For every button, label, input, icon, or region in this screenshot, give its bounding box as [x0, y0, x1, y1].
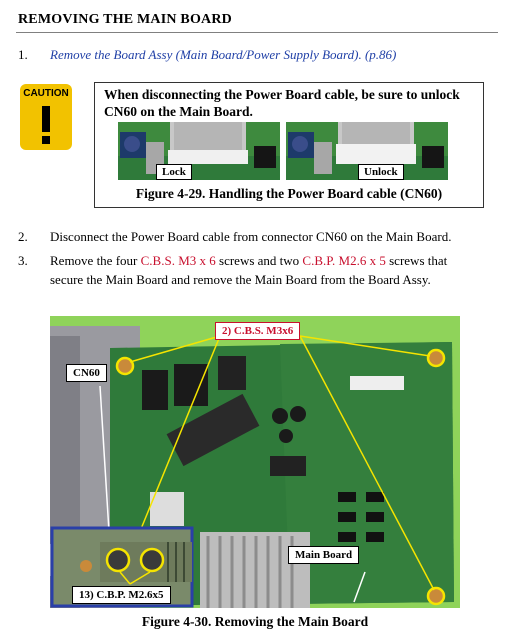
figure-4-29-caption: Figure 4-29. Handling the Power Board ca…	[135, 186, 443, 201]
step-2: 2. Disconnect the Power Board cable from…	[18, 228, 498, 246]
step-number: 2.	[18, 229, 28, 244]
step-3-text-c: screws that	[385, 253, 448, 268]
step-1: 1. Remove the Board Assy (Main Board/Pow…	[18, 46, 498, 64]
step-3-text: Remove the four C.B.S. M3 x 6 screws and…	[50, 252, 498, 270]
step-3-text-a: Remove the four	[50, 253, 141, 268]
caution-text: When disconnecting the Power Board cable…	[104, 87, 460, 119]
step-3: 3. Remove the four C.B.S. M3 x 6 screws …	[18, 252, 498, 292]
photo-unlock: Unlock	[286, 122, 448, 180]
photo-lock: Lock	[118, 122, 280, 180]
board-assy-link[interactable]: Remove the Board Assy (Main Board/Power …	[50, 47, 397, 62]
callout-screws-m26: 13) C.B.P. M2.6x5	[72, 586, 171, 604]
step-3-text-line2: secure the Main Board and remove the Mai…	[50, 272, 431, 287]
main-board-photo: 2) C.B.S. M3x6 CN60 Main Board 13) C.B.P…	[50, 316, 460, 608]
exclamation-icon	[42, 106, 50, 144]
step-2-text: Disconnect the Power Board cable from co…	[50, 229, 452, 244]
main-board-illustration	[50, 316, 460, 608]
caution-icon: CAUTION	[20, 84, 72, 150]
step-3-text-b: screws and two	[215, 253, 303, 268]
figure-4-30-caption: Figure 4-30. Removing the Main Board	[141, 614, 369, 629]
lock-photo-illustration	[118, 122, 280, 180]
callout-cn60: CN60	[66, 364, 107, 382]
caution-box	[94, 82, 484, 208]
step-number: 1.	[18, 47, 28, 62]
unlock-label: Unlock	[358, 164, 404, 180]
callout-main-board: Main Board	[288, 546, 360, 564]
lock-label: Lock	[156, 164, 192, 180]
screw-m26-ref: C.B.P. M2.6 x 5	[302, 253, 386, 268]
callout-screws-m3: 2) C.B.S. M3x6	[215, 322, 301, 340]
section-heading: REMOVING THE MAIN BOARD	[18, 12, 232, 27]
screw-m3-ref: C.B.S. M3 x 6	[140, 253, 216, 268]
heading-rule	[16, 32, 498, 33]
step-number: 3.	[18, 253, 28, 268]
caution-label: CAUTION	[23, 88, 69, 99]
